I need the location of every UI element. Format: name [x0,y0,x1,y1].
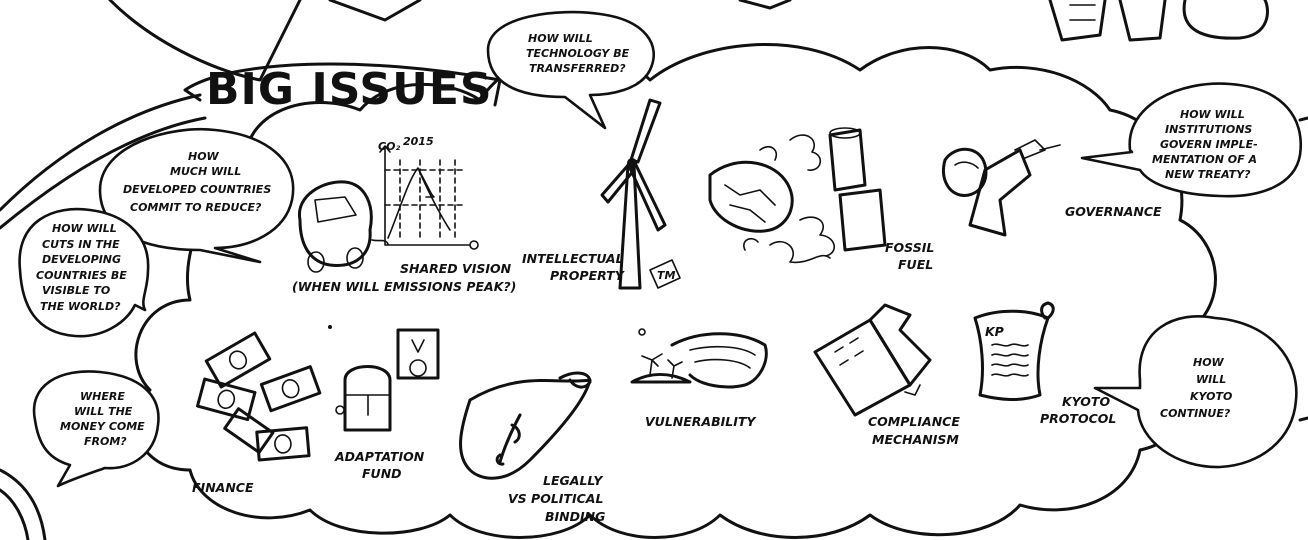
compliance-label-2: MECHANISM [872,432,959,447]
title-text: BIG ISSUES [206,64,493,115]
title-banner: BIG ISSUES [185,64,500,115]
finance-money-drawing [197,333,319,460]
legally-binding-label-3: BINDING [545,509,605,524]
svg-text:TRANSFERRED?: TRANSFERRED? [529,62,626,75]
governance-label: GOVERNANCE [1065,204,1162,219]
svg-text:MONEY COME: MONEY COME [60,420,145,433]
vulnerability-island-wave-drawing [632,329,766,387]
svg-text:KYOTO: KYOTO [1190,390,1232,403]
windmill-tag-text: TM [657,269,676,282]
question-bubble-money: WHERE WILL THE MONEY COME FROM? [34,371,158,486]
finance-label: FINANCE [192,480,254,495]
svg-text:HOW WILL: HOW WILL [528,32,593,45]
svg-text:COUNTRIES BE: COUNTRIES BE [36,269,127,282]
svg-text:HOW: HOW [188,150,220,163]
legally-binding-label: LEGALLY [543,473,604,488]
svg-text:COMMIT TO REDUCE?: COMMIT TO REDUCE? [130,201,262,214]
svg-text:HOW WILL: HOW WILL [1180,108,1245,121]
adaptation-fund-label-2: FUND [362,466,402,481]
vulnerability-label: VULNERABILITY [645,414,757,429]
kyoto-protocol-scroll-drawing: KP [975,303,1053,400]
intellectual-property-label: INTELLECTUAL [522,251,624,266]
legal-scroll-drawing [461,373,590,478]
svg-text:HOW: HOW [1193,356,1225,369]
adaptation-fund-chest-drawing [336,330,438,430]
question-bubble-institutions: HOW WILL INSTITUTIONS GOVERN IMPLE- MENT… [1082,84,1301,197]
bottom-left-sketch-fragment [0,470,45,540]
svg-text:HOW WILL: HOW WILL [52,222,117,235]
svg-text:CONTINUE?: CONTINUE? [1160,407,1231,420]
svg-text:WILL: WILL [1196,373,1226,386]
svg-text:NEW TREATY?: NEW TREATY? [1165,168,1251,181]
adaptation-fund-label: ADAPTATION [334,449,425,464]
question-bubble-technology: HOW WILL TECHNOLOGY BE TRANSFERRED? [488,12,654,128]
svg-text:MUCH WILL: MUCH WILL [170,165,241,178]
fossil-fuel-label: FOSSIL [885,240,934,255]
svg-text:DEVELOPED COUNTRIES: DEVELOPED COUNTRIES [123,183,271,196]
svg-text:INSTITUTIONS: INSTITUTIONS [1165,123,1252,136]
svg-text:WHERE: WHERE [80,390,125,403]
kp-scroll-text: KP [985,324,1004,339]
kyoto-protocol-label-2: PROTOCOL [1040,411,1116,426]
shared-vision-sub-label: (WHEN WILL EMISSIONS PEAK?) [292,279,516,294]
svg-text:GOVERN IMPLE-: GOVERN IMPLE- [1160,138,1258,151]
shared-vision-label: SHARED VISION [400,261,512,276]
intellectual-property-label-2: PROPERTY [550,268,626,283]
svg-text:VISIBLE TO: VISIBLE TO [42,284,110,297]
compliance-label: COMPLIANCE [868,414,960,429]
governance-figure-drawing [943,140,1060,235]
svg-text:CUTS IN THE: CUTS IN THE [42,238,120,251]
question-bubble-developing: HOW WILL CUTS IN THE DEVELOPING COUNTRIE… [20,209,149,336]
fossil-fuel-drawing [710,128,885,262]
question-bubble-kyoto: HOW WILL KYOTO CONTINUE? [1095,316,1296,467]
legally-binding-label-2: VS POLITICAL [508,491,603,506]
chart-year-label: 2015 [403,135,434,148]
svg-text:THE WORLD?: THE WORLD? [40,300,121,313]
car-drawing [299,182,388,272]
svg-text:TECHNOLOGY BE: TECHNOLOGY BE [526,47,630,60]
svg-text:MENTATION OF A: MENTATION OF A [1152,153,1257,166]
svg-text:DEVELOPING: DEVELOPING [42,253,121,266]
kyoto-protocol-label: KYOTO [1062,394,1110,409]
svg-text:WILL THE: WILL THE [74,405,133,418]
chart-y-label: CO₂ [378,140,400,153]
compliance-checklist-drawing [815,305,930,415]
emissions-peak-chart: CO₂ 2015 [378,135,478,249]
fossil-fuel-label-2: FUEL [898,257,933,272]
svg-text:FROM?: FROM? [84,435,127,448]
